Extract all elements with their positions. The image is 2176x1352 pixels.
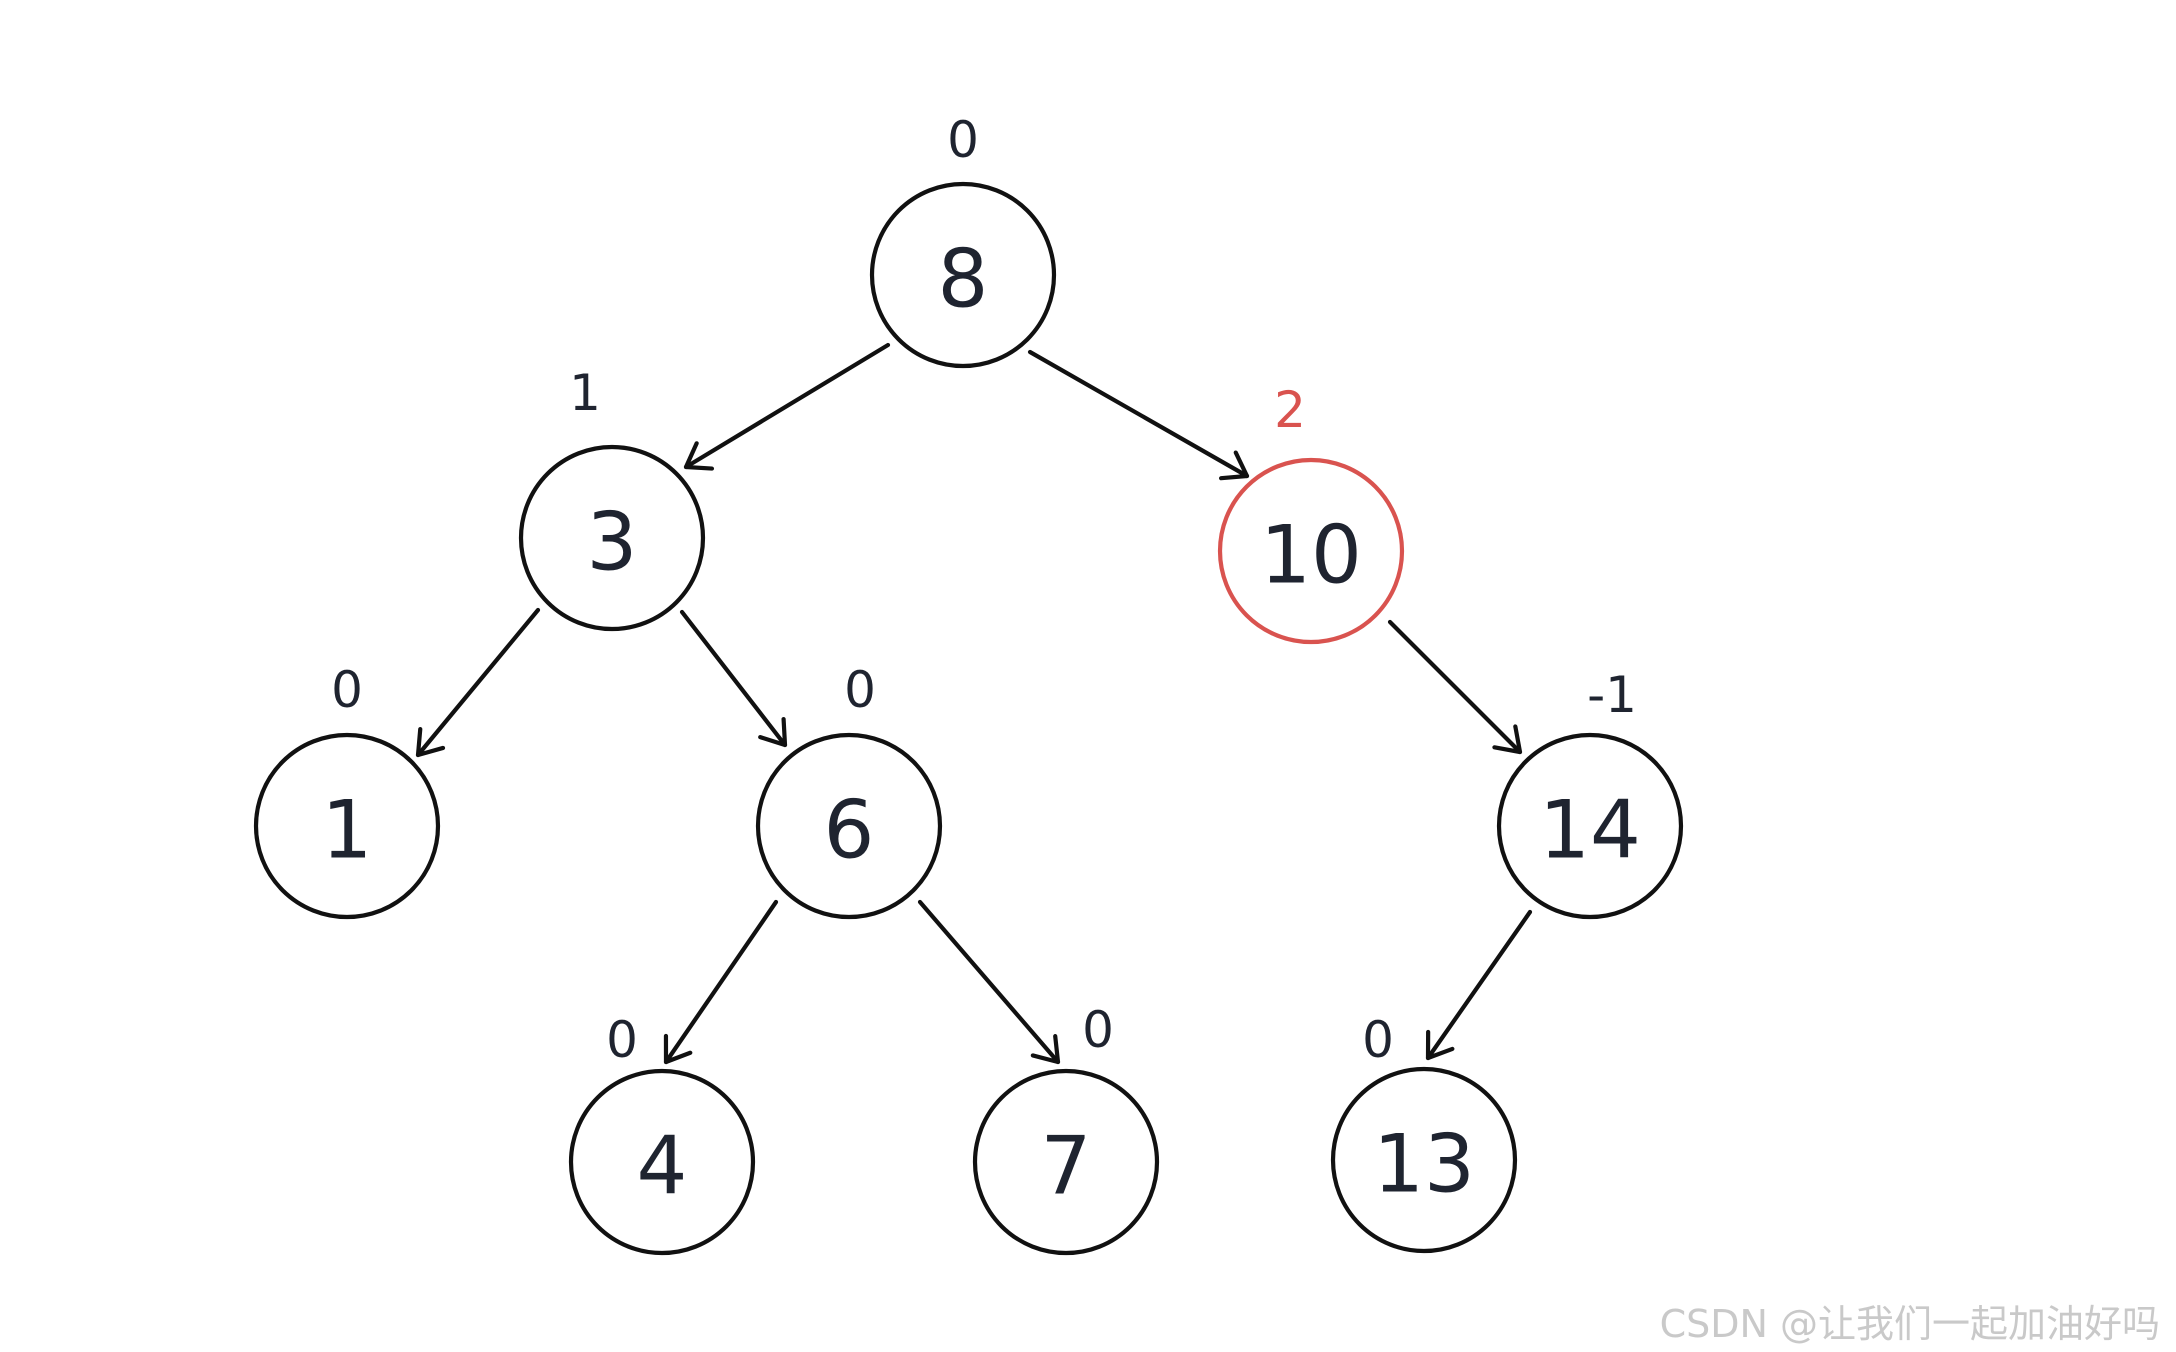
tree-node-8: 8 [869, 181, 1057, 369]
node-value-label: 4 [637, 1120, 688, 1213]
arrowhead [1218, 450, 1250, 481]
node-value-label: 3 [587, 496, 638, 589]
balance-factor-label: 2 [1274, 381, 1306, 439]
node-circle [755, 732, 943, 920]
edges-layer [415, 342, 1533, 1065]
arrowhead [415, 726, 446, 758]
edge-line [1027, 349, 1250, 479]
edge-3-to-1 [415, 607, 541, 758]
edge-10-to-14 [1387, 619, 1523, 755]
edge-line [1425, 909, 1533, 1061]
balance-factor-label: 0 [1082, 1001, 1114, 1059]
tree-node-4: 4 [568, 1068, 756, 1256]
edge-line [917, 899, 1061, 1065]
edge-6-to-4 [663, 899, 779, 1065]
node-circle [869, 181, 1057, 369]
balance-factor-label: -1 [1587, 666, 1637, 724]
tree-node-1: 1 [253, 732, 441, 920]
balance-factor-label: 0 [606, 1011, 638, 1069]
edge-14-to-13 [1425, 909, 1533, 1061]
edge-line [415, 607, 541, 758]
arrowhead [758, 716, 788, 748]
node-value-label: 13 [1373, 1118, 1475, 1211]
tree-node-14: 14 [1496, 732, 1684, 920]
balance-factor-label: 0 [947, 111, 979, 169]
watermark: CSDN @让我们一起加油好吗 [1659, 1302, 2160, 1346]
balance-factor-label: 0 [844, 661, 876, 719]
edge-8-to-10 [1027, 349, 1250, 481]
arrowhead [663, 1033, 693, 1065]
edge-line [1387, 619, 1523, 755]
edge-line [679, 609, 788, 748]
arrowhead [683, 441, 715, 471]
node-value-label: 6 [824, 784, 875, 877]
edge-line [683, 342, 891, 470]
node-circle [253, 732, 441, 920]
arrowhead [1492, 724, 1523, 755]
arrowhead [1030, 1034, 1061, 1065]
edge-line [663, 899, 779, 1065]
node-circle [972, 1068, 1160, 1256]
node-value-label: 14 [1539, 784, 1641, 877]
node-circle [1217, 457, 1405, 645]
node-circle [1330, 1066, 1518, 1254]
tree-node-10: 10 [1217, 457, 1405, 645]
balance-factor-label: 0 [331, 661, 363, 719]
node-value-label: 1 [322, 784, 373, 877]
arrowhead [1425, 1029, 1455, 1061]
tree-node-6: 6 [755, 732, 943, 920]
edge-6-to-7 [917, 899, 1061, 1065]
tree-node-7: 7 [972, 1068, 1160, 1256]
balance-factor-label: 0 [1362, 1011, 1394, 1069]
node-value-label: 7 [1041, 1120, 1092, 1213]
tree-node-3: 3 [518, 444, 706, 632]
balance-factor-label: 1 [569, 364, 601, 422]
node-circle [1496, 732, 1684, 920]
edge-8-to-3 [683, 342, 891, 471]
node-value-label: 10 [1260, 509, 1362, 602]
node-circle [518, 444, 706, 632]
edge-3-to-6 [679, 609, 788, 748]
node-circle [568, 1068, 756, 1256]
tree-node-13: 13 [1330, 1066, 1518, 1254]
balance-factors-layer: 0 1 2 0 0 -1 0 0 0 [331, 111, 1637, 1069]
node-value-label: 8 [938, 233, 989, 326]
